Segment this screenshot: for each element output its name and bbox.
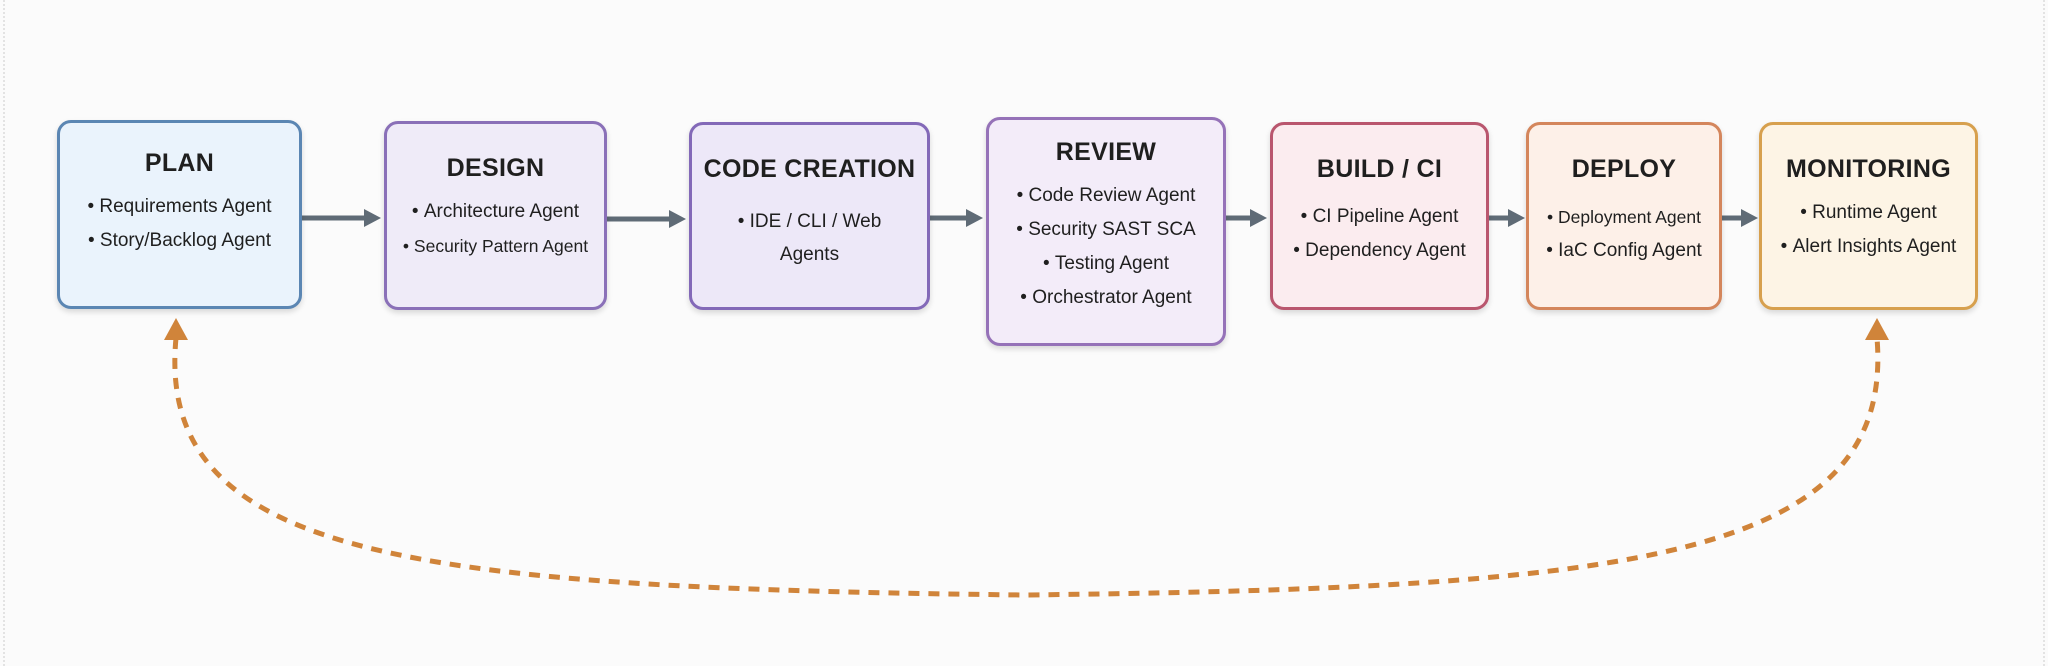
feedback-loop-arrowhead-left [164, 318, 188, 340]
agent-item: Security SAST SCA [989, 213, 1223, 247]
connector-code-review [930, 209, 983, 227]
stage-agent-list: Requirements Agent Story/Backlog Agent [60, 190, 299, 258]
agent-item: Requirements Agent [60, 190, 299, 224]
agent-item: Orchestrator Agent [989, 281, 1223, 315]
stage-design[interactable]: DESIGN Architecture Agent Security Patte… [384, 121, 607, 310]
stage-title: PLAN [144, 149, 215, 177]
right-dotted-border [2043, 0, 2045, 666]
feedback-loop-arrowhead-right [1865, 318, 1889, 340]
stage-build-ci[interactable]: BUILD / CI CI Pipeline Agent Dependency … [1270, 122, 1489, 310]
connector-design-code [607, 210, 686, 228]
agent-item: Architecture Agent [387, 195, 604, 229]
connector-deploy-monitoring [1722, 209, 1758, 227]
left-dotted-border [3, 0, 5, 666]
agent-item: Code Review Agent [989, 179, 1223, 213]
stage-title: MONITORING [1785, 155, 1952, 183]
agent-item: CI Pipeline Agent [1273, 200, 1486, 234]
stage-deploy[interactable]: DEPLOY Deployment Agent IaC Config Agent [1526, 122, 1722, 310]
agent-item: Alert Insights Agent [1762, 230, 1975, 264]
stage-agent-list: Deployment Agent IaC Config Agent [1529, 200, 1719, 268]
agent-item: Security Pattern Agent [387, 229, 604, 263]
stage-title: CODE CREATION [703, 155, 916, 183]
stage-review[interactable]: REVIEW Code Review Agent Security SAST S… [986, 117, 1226, 346]
connector-review-build [1226, 209, 1267, 227]
agent-item: IaC Config Agent [1529, 234, 1719, 268]
stage-title: DEPLOY [1571, 155, 1677, 183]
stage-agent-list: Code Review Agent Security SAST SCA Test… [989, 179, 1223, 315]
stage-title: BUILD / CI [1316, 155, 1443, 183]
stage-agent-list: Architecture Agent Security Pattern Agen… [387, 195, 604, 263]
stage-agent-list: CI Pipeline Agent Dependency Agent [1273, 200, 1486, 268]
agent-item: Story/Backlog Agent [60, 224, 299, 258]
agent-item: Deployment Agent [1529, 200, 1719, 234]
feedback-loop-path [172, 337, 1881, 598]
agent-item: Testing Agent [989, 247, 1223, 281]
agent-item: Dependency Agent [1273, 234, 1486, 268]
stage-agent-list: Runtime Agent Alert Insights Agent [1762, 196, 1975, 264]
stage-monitoring[interactable]: MONITORING Runtime Agent Alert Insights … [1759, 122, 1978, 310]
stage-title: REVIEW [1055, 138, 1157, 166]
stage-agent-list: IDE / CLI / Web Agents [692, 205, 927, 271]
stage-title: DESIGN [446, 154, 545, 182]
agent-item: IDE / CLI / Web Agents [692, 205, 927, 271]
stage-plan[interactable]: PLAN Requirements Agent Story/Backlog Ag… [57, 120, 302, 309]
connector-plan-design [302, 209, 381, 227]
stage-code-creation[interactable]: CODE CREATION IDE / CLI / Web Agents [689, 122, 930, 310]
agent-item: Runtime Agent [1762, 196, 1975, 230]
connector-build-deploy [1489, 209, 1525, 227]
